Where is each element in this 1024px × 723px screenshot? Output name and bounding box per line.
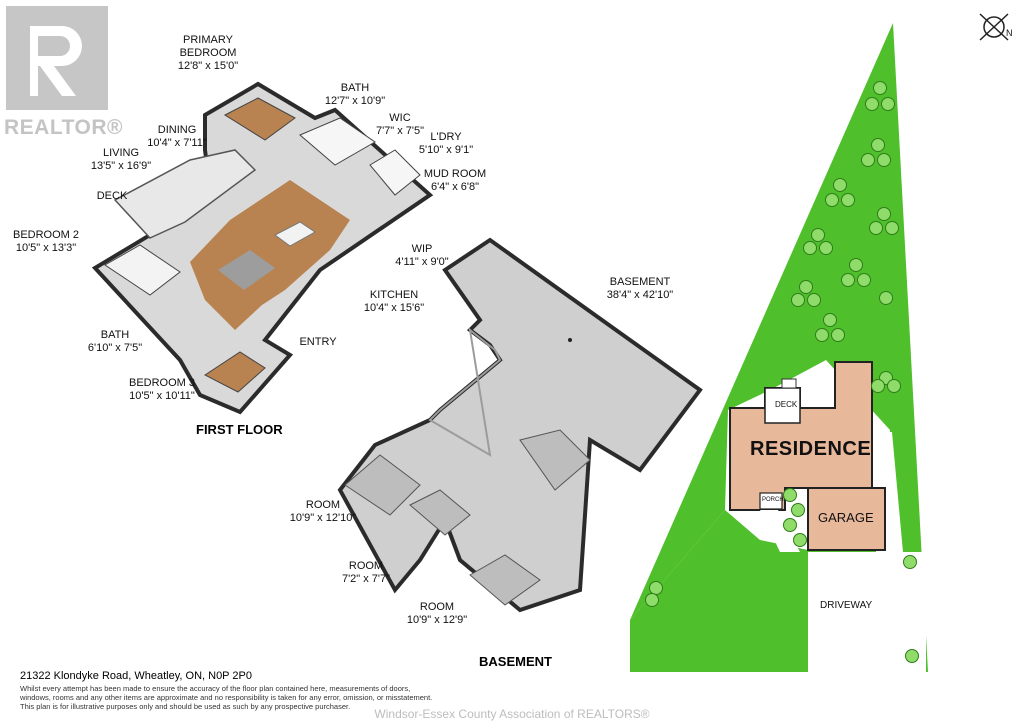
garage-label: GARAGE [818,510,874,525]
porch-rect [759,492,783,510]
tree-icon [873,81,887,95]
tree-icon [811,228,825,242]
tree-icon [649,581,663,595]
lawn-bottom-left [630,510,808,672]
trees [645,81,919,663]
tree-icon [831,328,845,342]
label-living: LIVING 13'5" x 16'9" [90,147,152,172]
tree-icon [865,97,879,111]
tree-icon [877,207,891,221]
driveway-label: DRIVEWAY [820,600,873,611]
tree-icon [819,241,833,255]
bedroom-2-floor [104,244,181,296]
tree-icon [841,193,855,207]
label-entry: ENTRY [299,336,337,348]
label-bath: BATH 12'7" x 10'9" [324,82,386,107]
basement-heading: BASEMENT [479,654,552,669]
tree-icon [857,273,871,287]
label-wic: WIC 7'7" x 7'5" [375,112,425,137]
tree-icon [791,293,805,307]
tree-icon [885,221,899,235]
label-basement: BASEMENT 38'4" x 42'10" [606,276,674,301]
tree-icon [833,178,847,192]
label-dining: DINING 10'4" x 7'11" [147,124,207,149]
tree-icon [791,503,805,517]
tree-icon [869,221,883,235]
tree-icon [887,379,901,393]
label-room-3: ROOM 10'9" x 12'9" [406,601,468,626]
laundry-floor [369,149,421,196]
tree-icon [803,241,817,255]
tree-icon [825,193,839,207]
association-watermark: Windsor-Essex County Association of REAL… [374,707,650,721]
first-floor-wood [190,180,350,330]
label-bath-2: BATH 6'10" x 7'5" [87,329,143,354]
rug [218,250,275,290]
garage-building [807,487,886,551]
disclaimer: Whilst every attempt has been made to en… [20,684,440,711]
residence-label: RESIDENCE [750,438,872,460]
porch-label: PORCH [762,497,784,503]
label-room-2: ROOM 7'2" x 7'7" [341,560,391,585]
basement-room-c [469,554,541,606]
tree-icon [861,153,875,167]
label-mud-room: MUD ROOM 6'4" x 6'8" [423,168,487,193]
lawn [630,23,928,672]
bath-floor [299,117,376,166]
basement-room-b [409,489,471,536]
tree-icon [879,291,893,305]
label-deck: DECK [96,190,128,202]
tree-icon [871,379,885,393]
compass-icon [979,13,1009,41]
label-bedroom-2: BEDROOM 2 10'5" x 13'3" [12,229,79,254]
basement-room-a [344,454,421,516]
realtor-logo-icon [6,6,108,110]
deck-area [113,149,257,239]
deck-label: DECK [775,400,798,409]
tree-icon [645,593,659,607]
deck-rect [764,387,801,424]
steps [781,378,797,389]
property-address: 21322 Klondyke Road, Wheatley, ON, N0P 2… [20,670,252,682]
tree-icon [849,258,863,272]
tree-icon [881,97,895,111]
tree-icon [841,273,855,287]
disclaimer-line-2: windows, rooms and any other items are a… [20,693,433,702]
disclaimer-line-3: This plan is for illustrative purposes o… [20,702,351,711]
label-laundry: L'DRY 5'10" x 9'1" [418,131,474,156]
disclaimer-line-1: Whilst every attempt has been made to en… [20,684,411,693]
tree-icon [783,488,797,502]
label-primary-bedroom: PRIMARY BEDROOM 12'8" x 15'0" [177,34,239,72]
tree-icon [799,280,813,294]
realtor-logo-text: REALTOR® [4,116,124,139]
north-label: N [1006,28,1013,38]
basement-marker [568,338,572,342]
basement-inner-wall [428,327,502,457]
tree-icon [905,649,919,663]
label-kitchen: KITCHEN 10'4" x 15'6" [363,289,425,314]
tree-icon [903,555,917,569]
basement-room-d [519,429,591,491]
walkway [760,510,800,552]
label-wip: WIP 4'11" x 9'0" [395,243,449,268]
tree-icon [807,293,821,307]
tree-icon [823,313,837,327]
tree-icon [783,518,797,532]
label-room-1: ROOM 10'9" x 12'10" [289,499,357,524]
tree-icon [871,138,885,152]
kitchen-island [274,221,316,247]
bedroom-3-floor [204,351,266,393]
tree-icon [877,153,891,167]
tree-icon [815,328,829,342]
first-floor-heading: FIRST FLOOR [196,422,283,437]
tree-icon [793,533,807,547]
label-bedroom-3: BEDROOM 3 10'5" x 10'11" [128,377,195,402]
primary-bedroom-floor [223,97,296,141]
